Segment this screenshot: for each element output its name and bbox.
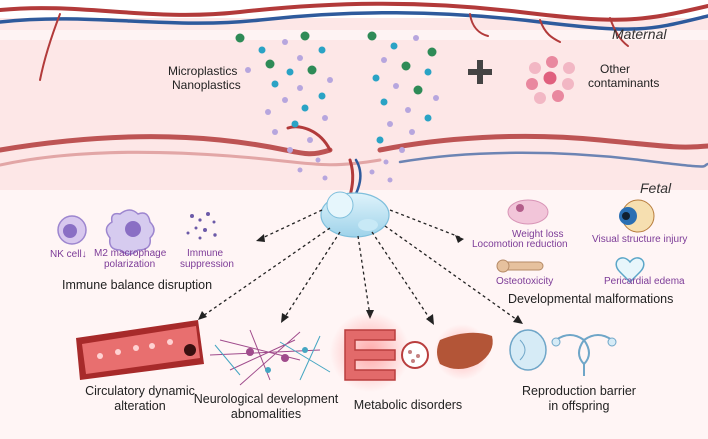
maternal-label: Maternal — [612, 26, 667, 42]
immune-suppression-line2: suppression — [180, 259, 234, 270]
developmental-heading: Developmental malformations — [508, 292, 674, 306]
immune-balance-heading: Immune balance disruption — [62, 278, 213, 292]
fetal-label: Fetal — [640, 180, 672, 196]
fetus-illustration — [320, 191, 390, 238]
heart-outline-icon — [615, 257, 645, 284]
nanoplastics-label: Nanoplastics — [172, 78, 241, 92]
microplastics-label: Microplastics — [168, 64, 238, 78]
top-blood-vessels — [0, 1, 708, 81]
visual-injury-label: Visual structure injury — [592, 234, 688, 245]
contaminant-cluster — [526, 56, 575, 104]
uterus-icon — [551, 334, 617, 376]
repro-line1: Reproduction barrier — [522, 384, 636, 398]
weight-loss-label: Weight loss — [512, 229, 564, 240]
osteotoxicity-label: Osteotoxicity — [496, 276, 554, 287]
maternal-band — [0, 18, 708, 190]
m2-macrophage-line1: M2 macrophage — [94, 248, 167, 259]
neuron-network-icon — [209, 329, 331, 386]
m2-macrophage-line2: polarization — [104, 259, 156, 270]
macrophage-icon — [105, 209, 155, 255]
eye-icon — [619, 199, 655, 233]
liver-icon — [434, 324, 493, 380]
nk-cell-icon — [57, 215, 87, 245]
circulatory-line2: alteration — [114, 399, 166, 413]
zebrafish-larva-icon — [507, 199, 549, 225]
neuro-line1: Neurological development — [193, 392, 339, 406]
immune-suppression-line1: Immune — [187, 248, 224, 259]
neuro-line2: abnomalities — [230, 407, 302, 421]
other-contaminants-line2: contaminants — [588, 76, 660, 90]
nk-cell-label: NK cell↓ — [50, 249, 87, 260]
particles-right — [367, 31, 439, 183]
locomotion-label: Locomotion reduction — [472, 239, 568, 250]
circulatory-line1: Circulatory dynamic — [85, 384, 195, 398]
plus-sign — [468, 60, 492, 84]
intestine-icon — [330, 312, 410, 392]
particles-left — [235, 31, 333, 181]
microplastic-zoom-icon — [401, 341, 429, 369]
other-contaminants-line1: Other — [600, 62, 631, 76]
blood-vessel-icon — [76, 320, 204, 380]
metabolic-label: Metabolic disorders — [353, 398, 463, 412]
placental-vessels — [0, 125, 708, 200]
pericardial-edema-label: Pericardial edema — [604, 276, 685, 287]
testis-icon — [509, 329, 547, 371]
effect-arrows — [199, 209, 521, 323]
repro-line2: in offspring — [548, 399, 610, 413]
bone-icon — [496, 259, 544, 273]
immune-suppression-dots — [186, 212, 217, 240]
